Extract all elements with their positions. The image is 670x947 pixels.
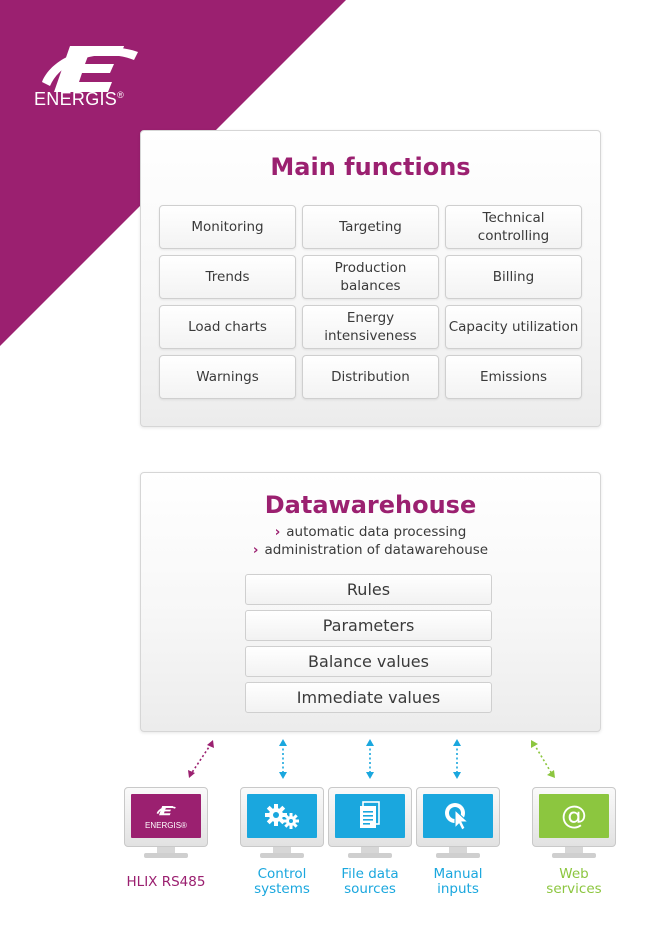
bullet-item: › administration of datawarehouse bbox=[141, 541, 600, 559]
chevron-right-icon: › bbox=[252, 542, 259, 558]
chevron-right-icon: › bbox=[274, 524, 281, 540]
monitor-neck bbox=[565, 847, 583, 853]
monitor-frame: ENERGIS® bbox=[124, 787, 208, 847]
connector-arrow-hlix bbox=[188, 740, 214, 778]
energis-mini-logo-icon: ENERGIS® bbox=[145, 803, 187, 830]
connector-arrow-file bbox=[366, 739, 374, 779]
monitor-frame bbox=[416, 787, 500, 847]
source-label-line: Web bbox=[559, 866, 589, 882]
monitor-hlix: ENERGIS® bbox=[124, 787, 208, 859]
monitor-base bbox=[144, 853, 188, 858]
datawarehouse-bullets: › automatic data processing › administrati… bbox=[141, 523, 600, 559]
function-billing: Billing bbox=[445, 255, 582, 299]
source-label-line: inputs bbox=[437, 881, 479, 897]
monitor-web-services: @ bbox=[532, 787, 616, 859]
connector-arrow-control bbox=[279, 739, 287, 779]
source-label-line: services bbox=[546, 881, 602, 897]
monitor-frame bbox=[328, 787, 412, 847]
bullet-item: › automatic data processing bbox=[141, 523, 600, 541]
main-functions-panel: Main functions Monitoring Targeting Tech… bbox=[140, 130, 601, 427]
at-icon: @ bbox=[561, 801, 587, 831]
connector-arrow-manual bbox=[453, 739, 461, 779]
document-icon bbox=[360, 801, 380, 828]
source-label-web-services: Web services bbox=[524, 867, 624, 897]
layer-balance-values: Balance values bbox=[245, 646, 492, 677]
monitor-base bbox=[348, 853, 392, 858]
layer-rules: Rules bbox=[245, 574, 492, 605]
source-label-line: HLIX RS485 bbox=[126, 874, 206, 890]
bullet-text: administration of datawarehouse bbox=[264, 542, 489, 558]
monitor-neck bbox=[273, 847, 291, 853]
logo-registered: ® bbox=[117, 90, 125, 100]
source-label-line: Control bbox=[257, 866, 307, 882]
gears-icon bbox=[265, 804, 299, 829]
function-distribution: Distribution bbox=[302, 355, 439, 399]
function-load-charts: Load charts bbox=[159, 305, 296, 349]
bullet-text: automatic data processing bbox=[286, 524, 467, 540]
monitor-file-data bbox=[328, 787, 412, 859]
cursor-icon bbox=[445, 803, 470, 831]
source-label-control-systems: Control systems bbox=[232, 867, 332, 897]
monitor-base bbox=[552, 853, 596, 858]
monitor-screen: ENERGIS® bbox=[131, 794, 201, 838]
monitor-screen bbox=[247, 794, 317, 838]
monitor-control-systems bbox=[240, 787, 324, 859]
layer-immediate-values: Immediate values bbox=[245, 682, 492, 713]
source-label-line: systems bbox=[254, 881, 310, 897]
datawarehouse-layers: Rules Parameters Balance values Immediat… bbox=[245, 574, 492, 713]
datawarehouse-panel: Datawarehouse › automatic data processing… bbox=[140, 472, 601, 732]
function-energy-intensiveness: Energy intensiveness bbox=[302, 305, 439, 349]
function-capacity-utilization: Capacity utilization bbox=[445, 305, 582, 349]
monitor-screen: @ bbox=[539, 794, 609, 838]
function-emissions: Emissions bbox=[445, 355, 582, 399]
main-functions-title: Main functions bbox=[270, 153, 471, 181]
mini-logo-name: ENERGIS bbox=[145, 820, 182, 830]
energis-logo-icon bbox=[42, 46, 138, 92]
energis-mark-icon bbox=[156, 805, 176, 815]
monitor-neck bbox=[361, 847, 379, 853]
monitor-frame: @ bbox=[532, 787, 616, 847]
source-label-hlix: HLIX RS485 bbox=[116, 875, 216, 890]
monitor-neck bbox=[157, 847, 175, 853]
source-label-line: sources bbox=[344, 881, 396, 897]
function-production-balances: Production balances bbox=[302, 255, 439, 299]
function-warnings: Warnings bbox=[159, 355, 296, 399]
layer-parameters: Parameters bbox=[245, 610, 492, 641]
monitor-neck bbox=[449, 847, 467, 853]
datawarehouse-title: Datawarehouse bbox=[264, 491, 477, 519]
monitor-screen bbox=[335, 794, 405, 838]
source-label-file-data: File data sources bbox=[320, 867, 420, 897]
function-monitoring: Monitoring bbox=[159, 205, 296, 249]
connector-arrow-web bbox=[531, 740, 555, 778]
monitor-base bbox=[436, 853, 480, 858]
monitor-frame bbox=[240, 787, 324, 847]
source-label-line: Manual bbox=[433, 866, 483, 882]
main-functions-grid: Monitoring Targeting Technical controlli… bbox=[159, 205, 582, 399]
monitor-base bbox=[260, 853, 304, 858]
source-label-manual-inputs: Manual inputs bbox=[408, 867, 508, 897]
monitor-screen bbox=[423, 794, 493, 838]
monitor-manual-inputs bbox=[416, 787, 500, 859]
function-trends: Trends bbox=[159, 255, 296, 299]
function-targeting: Targeting bbox=[302, 205, 439, 249]
logo-wordmark: ENERGIS® bbox=[34, 89, 124, 110]
logo-name: ENERGIS bbox=[34, 89, 118, 109]
source-label-line: File data bbox=[341, 866, 399, 882]
function-technical-controlling: Technical controlling bbox=[445, 205, 582, 249]
mini-logo-registered: ® bbox=[181, 820, 187, 830]
